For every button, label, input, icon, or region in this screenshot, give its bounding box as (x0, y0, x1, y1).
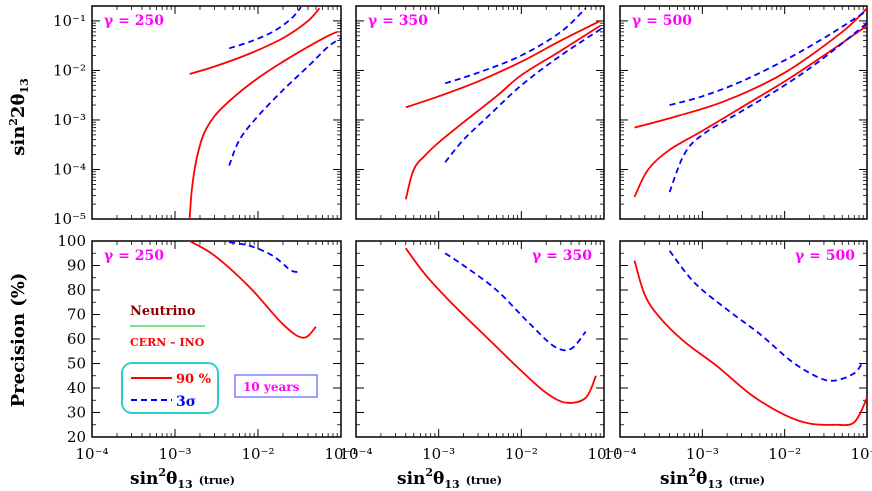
series-90-line (634, 7, 867, 129)
series-3sigma-line (668, 250, 864, 382)
gamma-label: γ = 500 (632, 13, 692, 29)
y-tick-label: 10⁻⁴ (53, 160, 86, 178)
legend-box (121, 362, 219, 414)
svg-text:sin2θ13(true): sin2θ13(true) (130, 466, 235, 491)
duration-label: 10 years (243, 380, 300, 394)
x-tick-label: 10⁻⁴ (603, 445, 636, 463)
panel-frame (619, 5, 868, 220)
panel-bottom-middle: 10⁻⁴ 10⁻³ 10⁻² 10⁻¹ γ = 350 (339, 240, 621, 463)
y-tick-label: 70 (67, 306, 86, 324)
series-3sigma-line (668, 22, 867, 193)
panel-top-left: 10⁻¹ 10⁻² 10⁻³ 10⁻⁴ 10⁻⁵ γ = 250 (53, 5, 342, 228)
gamma-label: γ = 350 (368, 13, 428, 29)
y-tick-label: 20 (67, 428, 86, 446)
panel-top-middle: γ = 350 (355, 5, 605, 220)
x-axis-title-left: sin2θ13(true) (130, 466, 235, 491)
x-tick-label: 10⁻³ (158, 445, 191, 463)
series-90-line (633, 260, 867, 427)
y-tick-label: 40 (67, 379, 86, 397)
bottom-y-axis-title: Precision (%) (8, 273, 29, 408)
svg-text:sin2θ13(true): sin2θ13(true) (660, 466, 765, 491)
x-tick-label: 10⁻¹ (324, 445, 357, 463)
x-tick-label: 10⁻⁴ (75, 445, 108, 463)
series-90-line (633, 24, 867, 198)
duration-box (234, 374, 318, 398)
legend-90-label: 90 % (176, 372, 212, 387)
panel-frame (355, 5, 605, 220)
y-tick-label: 80 (67, 281, 86, 299)
x-tick-label: 10⁻¹ (587, 445, 620, 463)
panel-frame (619, 240, 868, 438)
gamma-label: γ = 500 (795, 248, 855, 264)
series-3sigma-line (228, 6, 302, 50)
gamma-label: γ = 250 (104, 13, 164, 29)
top-y-axis-title: sin22θ13 (7, 78, 31, 156)
x-tick-label: 10⁻³ (686, 445, 719, 463)
panel-frame (91, 5, 342, 220)
gamma-label: γ = 350 (532, 248, 592, 264)
y-tick-label: 10⁻¹ (53, 12, 86, 30)
x-tick-label: 10⁻² (241, 445, 274, 463)
x-axis-title-middle: sin2θ13(true) (397, 466, 502, 491)
panel-top-right: γ = 500 (619, 5, 868, 220)
svg-text:sin2θ13(true): sin2θ13(true) (397, 466, 502, 491)
panel-frame (355, 240, 605, 438)
x-tick-label: 10⁻² (505, 445, 538, 463)
y-tick-label: 90 (67, 257, 86, 275)
x-tick-label: 10⁻² (768, 445, 801, 463)
series-90-line (188, 31, 338, 219)
series-90-line (404, 24, 601, 200)
x-tick-label: 10⁻³ (422, 445, 455, 463)
y-tick-label: 30 (67, 404, 86, 422)
x-axis-title-right: sin2θ13(true) (660, 466, 765, 491)
legend: Neutrino CERN – INO 90 % 3σ 10 years (121, 304, 318, 414)
legend-title: Neutrino (130, 304, 196, 319)
panel-bottom-right: 10⁻⁴ 10⁻³ 10⁻² 10⁻¹ γ = 500 (603, 240, 872, 463)
series-90-line (405, 20, 601, 109)
legend-3sigma-label: 3σ (176, 394, 196, 410)
series-3sigma-line (229, 241, 301, 273)
series-3sigma-line (444, 252, 587, 352)
legend-subtitle: CERN – INO (130, 336, 205, 349)
series-3sigma-line (444, 7, 587, 85)
series-90-line (189, 7, 321, 75)
y-tick-label: 10⁻³ (53, 111, 86, 129)
series-90-line (405, 247, 597, 404)
x-tick-label: 10⁻⁴ (339, 445, 372, 463)
y-tick-label: 50 (67, 355, 86, 373)
y-tick-label: 10⁻⁵ (53, 210, 86, 228)
x-tick-label: 10⁻¹ (850, 445, 872, 463)
series-90-line (189, 241, 317, 339)
gamma-label: γ = 250 (104, 248, 164, 264)
y-tick-label: 100 (57, 232, 86, 250)
y-tick-label: 10⁻² (53, 61, 86, 79)
y-tick-label: 60 (67, 330, 86, 348)
series-3sigma-line (444, 26, 604, 163)
series-3sigma-line (228, 37, 341, 166)
series-3sigma-line (669, 10, 867, 106)
